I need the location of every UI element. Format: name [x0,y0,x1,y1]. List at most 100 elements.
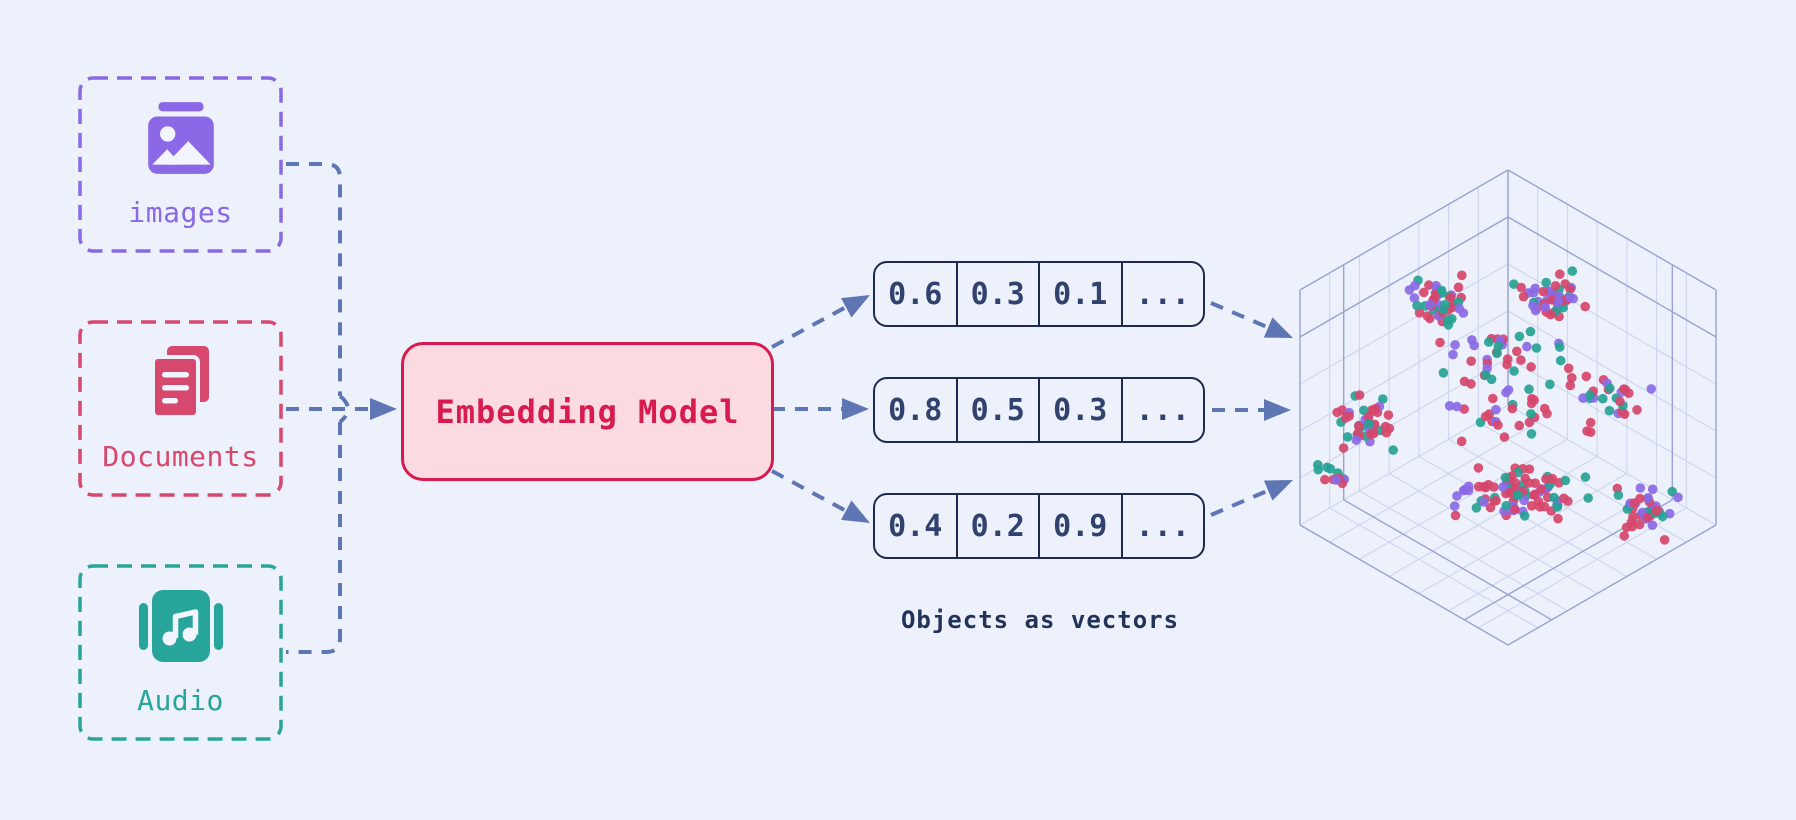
connector-images-to-trunk [286,162,342,396]
embedding-point [1459,404,1469,414]
embedding-point [1488,393,1498,404]
embedding-point [1369,428,1379,439]
vector-cell: 0.3 [1038,379,1121,441]
embedding-point [1450,340,1460,350]
embedding-point [1635,493,1645,504]
embedding-point [1380,421,1391,432]
embedding-point [1484,337,1494,347]
embedding-point [1383,410,1394,420]
embedding-point [1522,341,1532,352]
embedding-point [1568,293,1578,304]
vector-cell: 0.8 [888,392,943,428]
embedding-point [1567,266,1578,276]
embedding-point [1344,411,1354,421]
embedding-point [1659,535,1670,545]
embedding-point [1555,355,1566,366]
vector-row-1: 0.6 0.3 0.1 ... [873,261,1205,327]
embedding-point [1530,305,1541,316]
embedding-point [1448,349,1458,360]
embedding-point [1452,491,1462,501]
embedding-point [1338,443,1349,453]
embedding-point [1563,363,1574,374]
embedding-point [1526,429,1537,439]
embedding-point [1507,403,1518,414]
embedding-point [1541,277,1551,288]
vector-cell: 0.3 [955,263,1039,325]
embedding-point [1351,435,1362,445]
embedding-point [1450,510,1461,521]
input-box-documents: Documents [78,320,283,497]
embedding-point [1628,511,1638,522]
vector-cell-ellipsis: ... [1120,495,1204,557]
embedding-point [1518,291,1529,302]
vector-cell: 0.6 [888,276,943,312]
embedding-point [1473,463,1484,473]
embedding-point [1673,492,1683,503]
embedding-point [1647,520,1658,530]
embedding-point [1651,505,1662,516]
embedding-point [1565,380,1576,391]
embedding-point [1619,384,1629,394]
embedding-point [1627,521,1637,532]
embedding-point [1516,282,1526,293]
embedding-point [1425,299,1435,310]
embedding-point [1510,504,1520,515]
embedding-point [1501,387,1511,398]
embedding-point [1354,390,1365,400]
embedding-point [1412,300,1422,311]
embedding-point [1457,270,1467,281]
embedding-model-box: Embedding Model [401,342,774,481]
embedding-space-plot [1255,150,1775,695]
vector-cell-ellipsis: ... [1120,263,1204,325]
embedding-point [1565,284,1575,294]
embedding-point [1466,356,1476,366]
embedding-point [1480,411,1491,422]
embedding-point [1545,379,1555,390]
embedding-point [1331,475,1342,485]
embedding-point [1559,493,1569,504]
objects-as-vectors-caption: Objects as vectors [900,606,1180,634]
embedding-point [1525,326,1536,337]
embedding-point [1325,464,1336,474]
embedding-point [1583,493,1593,503]
embedding-point [1500,472,1511,483]
embedding-point [1585,417,1596,428]
connector-audio-to-trunk [286,422,342,654]
vector-cell-ellipsis: ... [1120,379,1204,441]
vector-cell: 0.9 [1038,495,1121,557]
embedding-point [1598,393,1608,404]
embedding-point [1567,373,1577,383]
embedding-point [1632,405,1642,415]
embedding-point [1436,285,1447,296]
embedding-point [1647,484,1658,495]
embedding-point [1555,342,1565,352]
embedding-point [1368,406,1378,416]
embedding-point [1646,384,1657,394]
embedding-point [1449,501,1460,511]
vector-cell: 0.5 [955,379,1039,441]
embedding-point [1444,401,1455,411]
embedding-point [1613,490,1624,501]
embedding-point [1313,464,1323,475]
embedding-point [1514,331,1525,342]
input-label-documents: Documents [102,440,259,473]
embedding-point [1409,293,1420,303]
embedding-point [1404,285,1415,295]
embedding-point [1509,279,1519,289]
embedding-point [1435,337,1445,348]
embedding-point [1419,287,1429,298]
embedding-point [1539,501,1550,512]
embedding-point [1509,366,1519,376]
embedding-point [1642,512,1653,523]
embedding-point [1520,473,1530,484]
embedding-point [1553,513,1563,524]
embedding-point [1604,405,1615,416]
embedding-point [1516,355,1526,365]
embedding-point [1438,304,1449,315]
embedding-point [1504,487,1515,498]
embedding-point [1499,432,1510,442]
embedding-point [1493,420,1503,430]
audio-icon [78,586,283,666]
arrowhead-vector3 [841,500,870,523]
embedding-point [1480,482,1491,493]
